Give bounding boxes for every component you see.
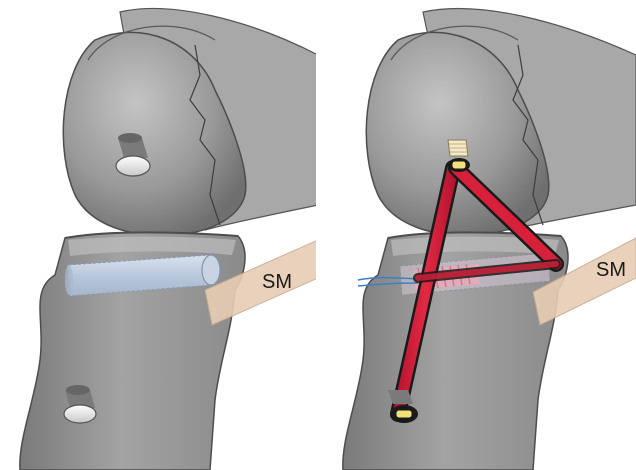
- knee-lateral-view-after: SM: [318, 0, 636, 470]
- fixation-screw-icon: [448, 140, 470, 172]
- muscle-label-sm: SM: [596, 259, 626, 281]
- panel-before-reconstruction: SM: [0, 0, 318, 470]
- knee-lateral-view-before: SM: [0, 0, 318, 470]
- muscle-label-sm: SM: [262, 271, 292, 293]
- panel-after-reconstruction: SM: [318, 0, 636, 470]
